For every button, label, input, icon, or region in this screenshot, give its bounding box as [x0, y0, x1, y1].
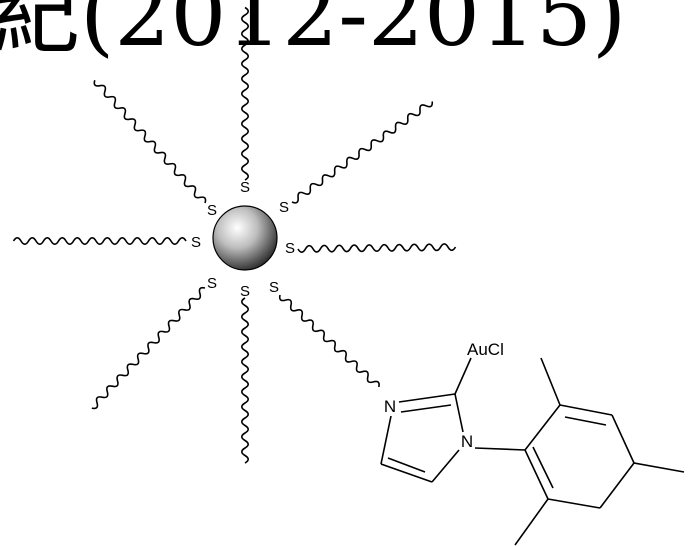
- mesityl-ring: [474, 357, 685, 546]
- sulfur-label-upper-right: S: [279, 199, 289, 216]
- sulfur-label-right: S: [285, 240, 295, 257]
- sulfur-label-bottom: S: [240, 283, 250, 300]
- sulfur-label-top: S: [240, 179, 250, 196]
- chain-lower-left: [91, 286, 206, 410]
- sulfur-label-lower-left: S: [207, 275, 217, 292]
- chain-bottom: [241, 297, 249, 464]
- gold-chloride-label: AuCl: [467, 340, 504, 359]
- chain-left: [12, 237, 187, 245]
- nitrogen-label-right: N: [461, 432, 473, 451]
- imidazole-ring: [380, 393, 464, 483]
- sulfur-label-left: S: [191, 234, 201, 251]
- alkyl-chains: [12, 6, 457, 464]
- nitrogen-label-left: N: [384, 397, 396, 416]
- sulfur-label-lower-right: S: [269, 279, 279, 296]
- chain-right: [297, 243, 457, 253]
- chain-upper-left: [93, 79, 207, 204]
- gold-nanoparticle: [212, 205, 278, 271]
- sulfur-label-upper-left: S: [207, 202, 217, 219]
- chain-top: [241, 6, 249, 181]
- chain-lower-right: [278, 294, 380, 388]
- title-text: 紀(2012-2015): [0, 0, 627, 60]
- chain-upper-right: [291, 101, 434, 204]
- carbene-gold-bond: [454, 357, 472, 395]
